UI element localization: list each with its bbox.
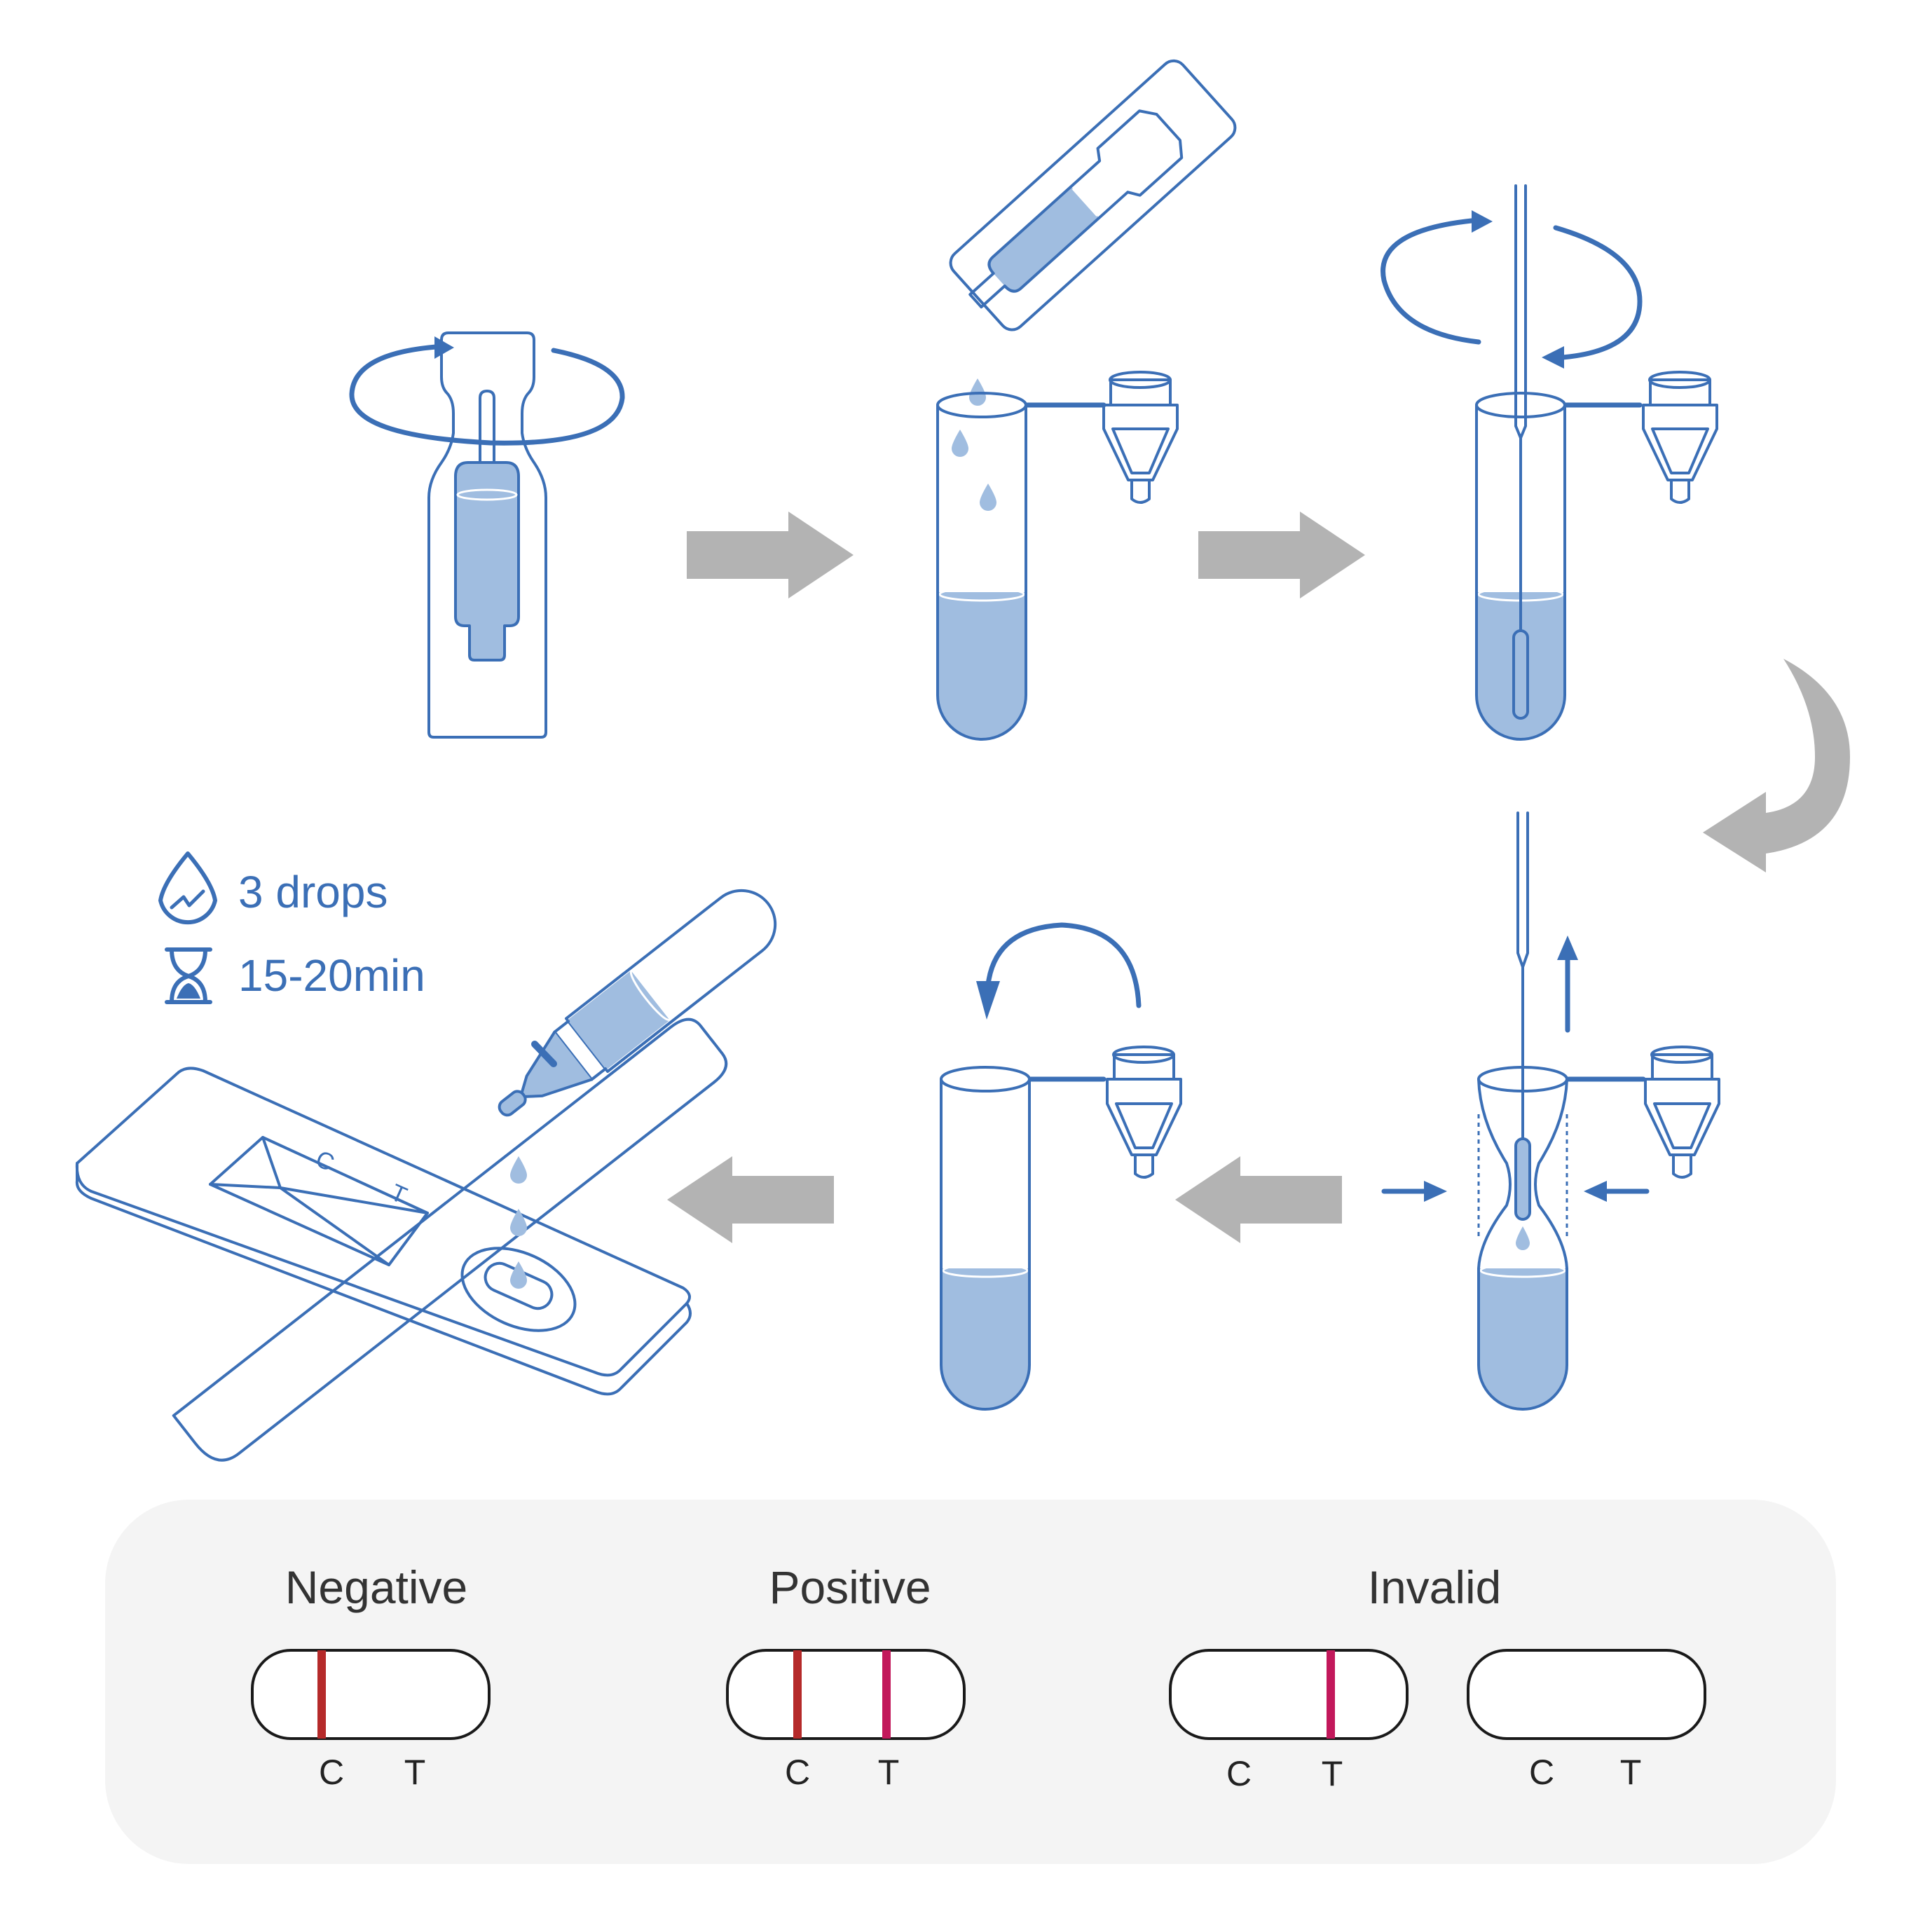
invalid-strip-2 — [1467, 1649, 1706, 1740]
step-4-squeeze-tube — [1381, 811, 1720, 1411]
cassette-mark-c: C — [312, 1146, 338, 1177]
invalid-strip-1-label-c: C — [1226, 1754, 1252, 1793]
result-negative: Negative C T — [251, 1561, 491, 1792]
drop-icon — [158, 851, 217, 925]
negative-label-t: T — [404, 1753, 426, 1792]
negative-label-c: C — [319, 1753, 344, 1792]
result-invalid: Invalid C T C T — [1169, 1561, 1706, 1793]
positive-label-t: T — [878, 1753, 900, 1792]
positive-control-line — [793, 1650, 802, 1739]
positive-label-c: C — [785, 1753, 810, 1792]
invalid-strip-1-label-t: T — [1322, 1754, 1343, 1793]
result-invalid-title: Invalid — [1368, 1561, 1502, 1613]
invalid-strip-2-label-c: C — [1529, 1753, 1554, 1792]
negative-strip — [251, 1649, 491, 1740]
step-2-dispense — [936, 59, 1237, 741]
arrow-step4-to-step5 — [1175, 1156, 1342, 1243]
negative-control-line — [317, 1650, 326, 1739]
positive-strip — [726, 1649, 966, 1740]
result-negative-title: Negative — [285, 1561, 468, 1613]
drops-label: 3 drops — [238, 867, 388, 917]
arrow-step1-to-step2 — [687, 512, 854, 598]
invalid-strip-2-label-t: T — [1620, 1753, 1642, 1792]
result-positive: Positive C T — [726, 1561, 966, 1792]
step-3-swab-swirl — [1381, 184, 1718, 741]
step-5-close-cap — [940, 922, 1182, 1411]
arrow-step3-to-step4 — [1703, 659, 1850, 872]
process-arrows — [667, 512, 1850, 1243]
invalid-strip-1 — [1169, 1649, 1409, 1740]
step-6-apply-sample: C T — [75, 889, 777, 1462]
arrow-step5-to-step6 — [667, 1156, 834, 1243]
results-panel: Negative C T Positive C T Invalid C T C … — [105, 1500, 1836, 1864]
result-positive-title: Positive — [769, 1561, 931, 1613]
positive-test-line — [882, 1650, 891, 1739]
info-legend: 3 drops 15-20min — [158, 851, 425, 1004]
hourglass-icon — [165, 947, 212, 1004]
step-1-ampoule — [349, 331, 625, 739]
invalid-strip-1-test-line — [1327, 1650, 1335, 1739]
time-label: 15-20min — [238, 950, 425, 1001]
arrow-step2-to-step3 — [1198, 512, 1365, 598]
